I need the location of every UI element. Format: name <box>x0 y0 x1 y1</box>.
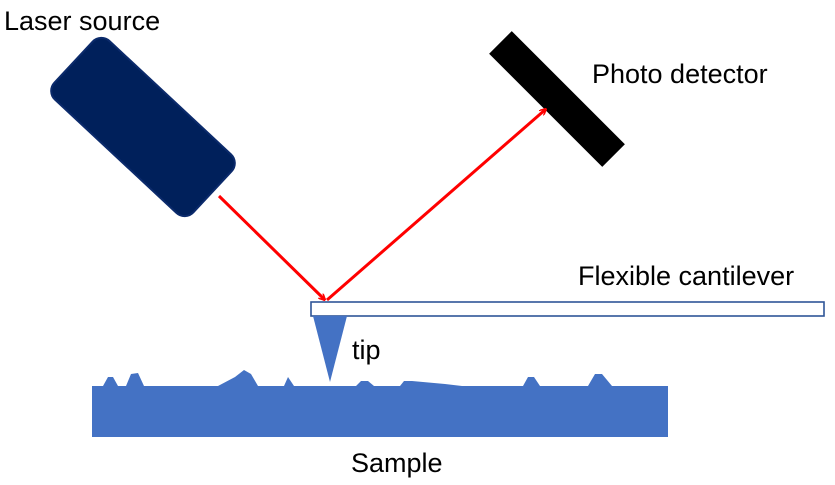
flexible-cantilever <box>310 301 825 317</box>
sample-surface <box>92 370 668 437</box>
laser-source-body <box>50 36 236 218</box>
photo-detector-bar <box>489 31 625 167</box>
cantilever-tip <box>313 316 347 382</box>
photo-detector-label: Photo detector <box>592 59 768 89</box>
sample-label: Sample <box>351 448 443 478</box>
incident-laser-beam <box>217 194 325 300</box>
flexible-cantilever-label: Flexible cantilever <box>578 261 795 291</box>
reflected-laser-beam <box>326 109 546 302</box>
laser-source-label: Laser source <box>4 6 161 36</box>
tip-label: tip <box>352 335 381 365</box>
